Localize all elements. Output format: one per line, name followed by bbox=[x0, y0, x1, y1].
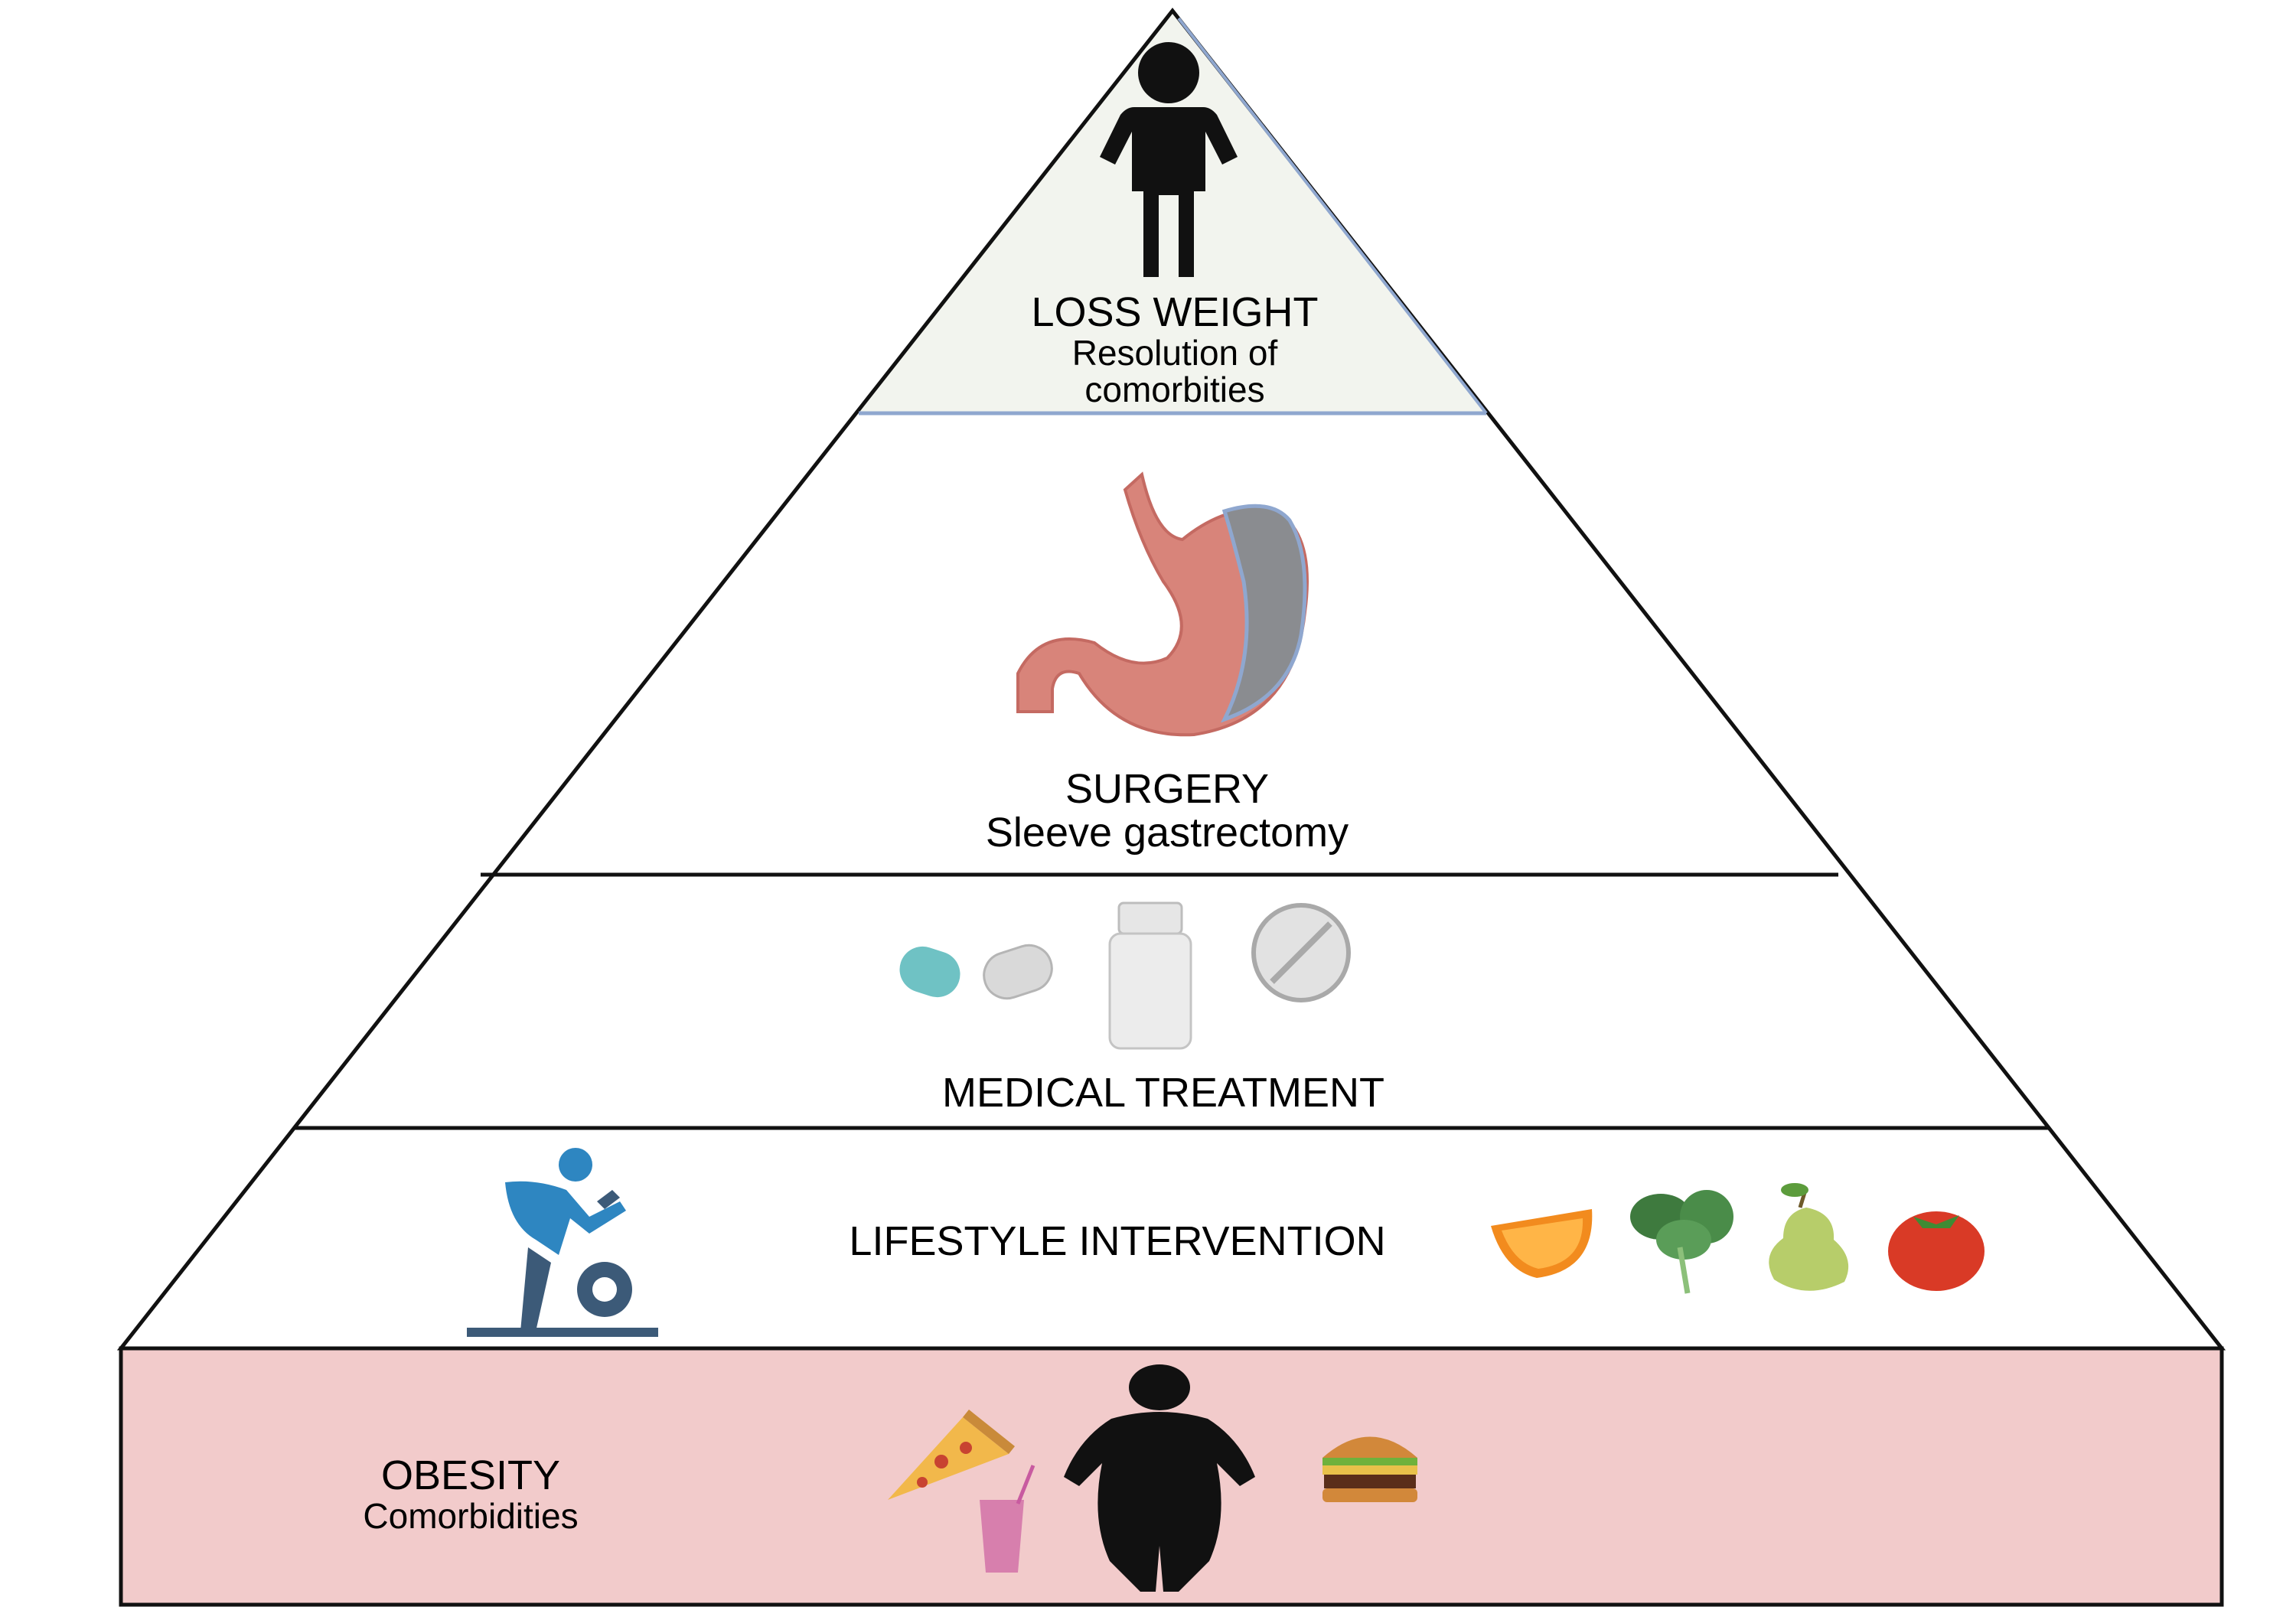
stomach-icon bbox=[1016, 471, 1309, 737]
surgery-subtitle: Sleeve gastrectomy bbox=[985, 809, 1349, 856]
orange-slice-icon bbox=[1491, 1209, 1593, 1278]
pill-bottle-icon bbox=[1108, 901, 1192, 1050]
lifestyle-title: LIFESTYLE INTERVENTION bbox=[849, 1218, 1386, 1264]
tablet-icon bbox=[1251, 903, 1351, 1002]
surgery-label: SURGERY Sleeve gastrectomy bbox=[938, 768, 1397, 854]
loss-weight-subtitle-2: comorbities bbox=[1084, 369, 1265, 409]
pizza-icon bbox=[888, 1410, 1015, 1500]
loss-weight-subtitle-1: Resolution of bbox=[1071, 332, 1278, 373]
medical-title: MEDICAL TREATMENT bbox=[941, 1070, 1385, 1116]
obesity-title: OBESITY bbox=[380, 1452, 561, 1498]
pear-icon bbox=[1769, 1183, 1849, 1291]
obese-person-icon bbox=[1064, 1364, 1255, 1592]
smoothie-icon bbox=[980, 1465, 1035, 1573]
lifestyle-intervention-label: LIFESTYLE INTERVENTION bbox=[796, 1220, 1439, 1263]
person-icon bbox=[1100, 42, 1238, 277]
surgery-title: SURGERY bbox=[1065, 766, 1270, 812]
top-tier bbox=[859, 11, 1486, 413]
pyramid-outline bbox=[116, 7, 2226, 1351]
medical-treatment-label: MEDICAL TREATMENT bbox=[888, 1071, 1439, 1115]
tomato-icon bbox=[1888, 1211, 1985, 1291]
obesity-label: OBESITY Comorbidities bbox=[298, 1454, 643, 1534]
exercise-bike-icon bbox=[467, 1148, 658, 1337]
spinach-icon bbox=[1630, 1190, 1733, 1294]
top-edge-accent bbox=[1177, 17, 1488, 415]
burger-icon bbox=[1322, 1436, 1417, 1502]
loss-weight-label: LOSS WEIGHT Resolution of comorbities bbox=[1014, 291, 1336, 408]
capsule-icon bbox=[899, 944, 1053, 1000]
loss-weight-title: LOSS WEIGHT bbox=[1031, 289, 1319, 335]
obesity-subtitle: Comorbidities bbox=[363, 1495, 579, 1536]
